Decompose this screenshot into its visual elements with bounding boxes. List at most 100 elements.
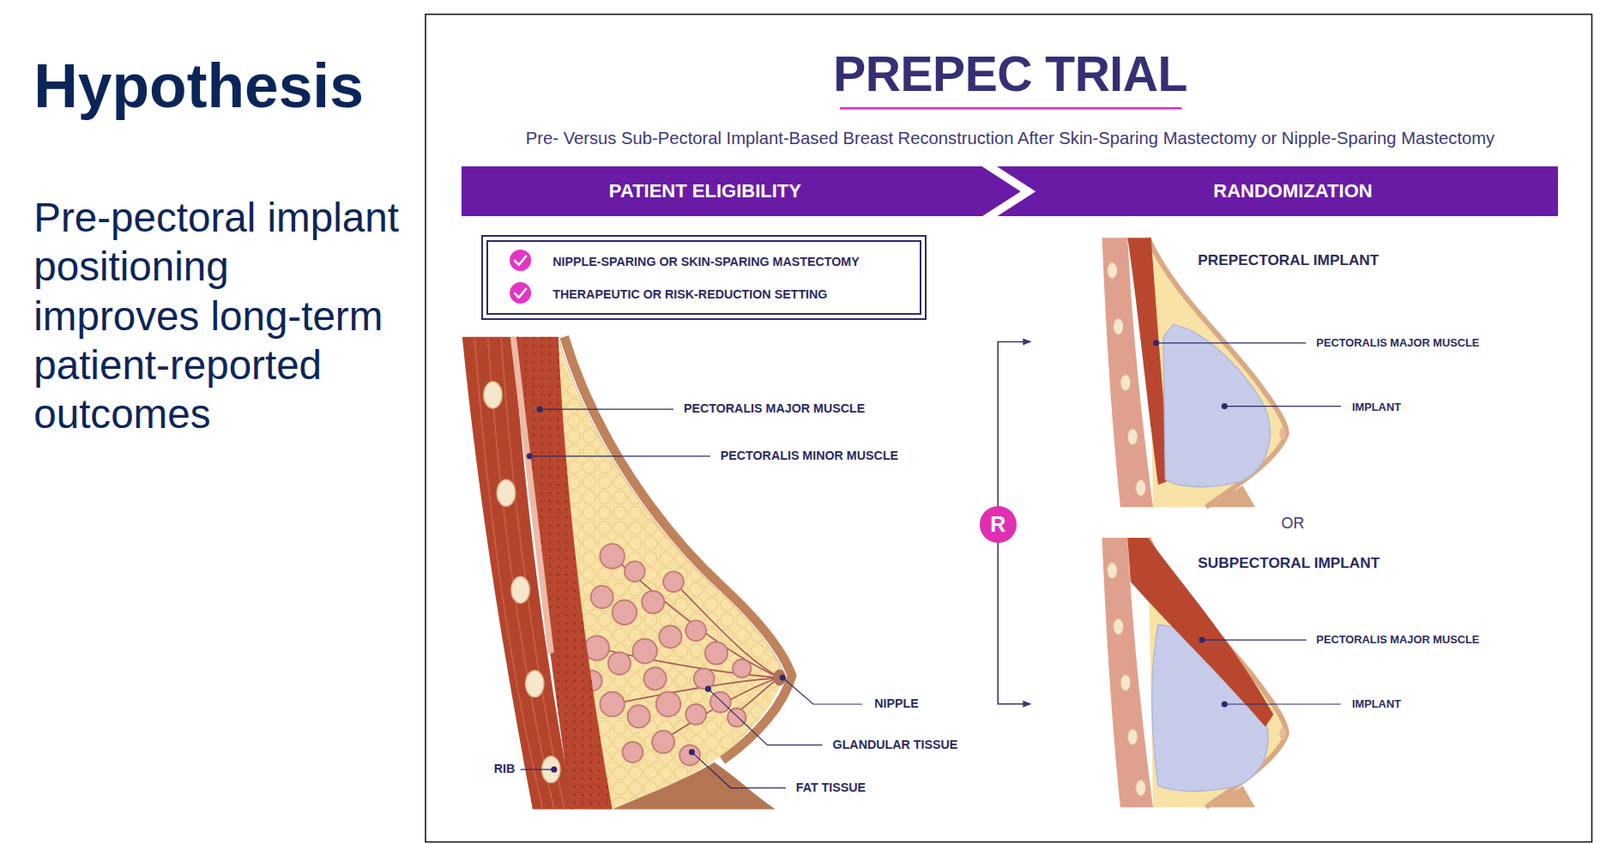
- node-text: SUBPECTORAL IMPLANT: [1197, 554, 1380, 573]
- gland-lobule: [732, 659, 751, 678]
- diagram-title: PREPEC TRIAL: [833, 43, 1188, 103]
- rib-bone: [511, 576, 530, 604]
- gland-lobule: [652, 730, 675, 754]
- prepectoral-anatomy: [1127, 428, 1138, 446]
- stage-band: PATIENT ELIGIBILITY: [461, 166, 1021, 217]
- randomization-circle: R: [979, 506, 1017, 544]
- rib-bone: [496, 479, 515, 507]
- leader-dot: [1153, 339, 1160, 346]
- randomization-connector: [997, 543, 1031, 705]
- hypothesis-text: Pre-pectoral implant positioning improve…: [33, 193, 404, 440]
- prepectoral-anatomy: [1107, 262, 1147, 496]
- randomization-connector: [997, 341, 1031, 506]
- gland-lobule: [585, 635, 610, 661]
- anatomy-label: IMPLANT: [1352, 697, 1401, 711]
- leader-line: [529, 455, 711, 457]
- gland-lobule: [727, 708, 746, 727]
- gland-lobule: [658, 625, 682, 648]
- anatomy-label: FAT TISSUE: [796, 780, 866, 796]
- or-label: OR: [1281, 515, 1305, 534]
- node-text: NIPPLE-SPARING OR SKIN-SPARING MASTECTOM…: [552, 254, 859, 270]
- rib-bone: [483, 381, 502, 409]
- gland-lobule: [599, 692, 625, 718]
- rib-bone: [483, 381, 561, 784]
- gland-lobule: [641, 591, 665, 614]
- leader-line: [782, 677, 863, 705]
- leader-dot: [688, 748, 695, 755]
- subpectoral-anatomy: [1127, 729, 1138, 746]
- anatomy-label: PECTORALIS MAJOR MUSCLE: [1316, 336, 1480, 350]
- pectoralis-major-texture: [515, 337, 613, 810]
- prepectoral-anatomy: [1107, 262, 1118, 279]
- leader-line: [691, 752, 785, 789]
- anatomy-label: IMPLANT: [1352, 400, 1401, 414]
- gland-lobule: [694, 668, 715, 689]
- milk-duct: [612, 555, 780, 678]
- leader-dot: [550, 766, 557, 773]
- leader-line: [539, 409, 674, 411]
- nipple-shape: [773, 670, 786, 687]
- gland-lobule: [622, 742, 644, 763]
- leader-dot: [1221, 700, 1228, 707]
- gland-lobule: [710, 692, 731, 713]
- leader-line: [707, 688, 822, 745]
- prepectoral-anatomy: [1147, 237, 1287, 508]
- node-text: R: [990, 512, 1006, 538]
- subpectoral-anatomy: [1113, 618, 1124, 635]
- gland-lobule: [608, 652, 631, 675]
- node-text: PREPECTORAL IMPLANT: [1197, 251, 1379, 270]
- rib-bone: [525, 670, 544, 698]
- check-icon: [514, 256, 526, 266]
- leader-dot: [1199, 636, 1206, 643]
- anatomy-label: PECTORALIS MINOR MUSCLE: [720, 448, 899, 464]
- subpectoral-anatomy: [1107, 562, 1118, 580]
- anatomy-label: PECTORALIS MAJOR MUSCLE: [1316, 633, 1480, 647]
- milk-duct: [663, 677, 780, 741]
- node-text: THERAPEUTIC OR RISK-REDUCTION SETTING: [552, 287, 828, 302]
- prepectoral-anatomy: [1120, 374, 1131, 392]
- leader-line: [1224, 405, 1341, 407]
- gland-lobule: [627, 705, 650, 728]
- gland-lobule: [581, 543, 751, 766]
- leader-dot: [537, 406, 544, 413]
- node-text: PATIENT ELIGIBILITY: [609, 180, 802, 203]
- milk-duct: [673, 581, 780, 678]
- subpectoral-anatomy: [1120, 674, 1131, 691]
- prepectoral-anatomy: [1102, 237, 1287, 508]
- gland-lobule: [679, 745, 701, 767]
- subpectoral-anatomy: [1102, 537, 1287, 808]
- pectoralis-minor: [513, 337, 551, 654]
- gland-lobule: [663, 571, 684, 592]
- gland-lobule: [685, 704, 707, 725]
- check-icon: [509, 282, 532, 304]
- anatomy-label: PECTORALIS MAJOR MUSCLE: [683, 401, 865, 417]
- band-fill: [996, 166, 1558, 217]
- arm-panel: PREPECTORAL IMPLANT: [1030, 237, 1552, 508]
- breast-anatomy: [612, 762, 776, 810]
- gland-lobule: [612, 600, 638, 626]
- gland-lobule: [705, 641, 728, 665]
- breast-anatomy: [558, 338, 785, 677]
- leader-dot: [1221, 403, 1228, 410]
- check-icon: [514, 289, 526, 298]
- band-fill: [461, 166, 1021, 217]
- milk-duct: [597, 555, 780, 740]
- gland-lobule: [591, 585, 614, 609]
- leader-line: [1224, 703, 1341, 705]
- anatomy-label: NIPPLE: [874, 696, 919, 712]
- gland-lobule: [599, 543, 625, 569]
- anatomy-label: RIB: [494, 761, 516, 777]
- prepectoral-anatomy: [1113, 318, 1124, 335]
- leader-line: [1201, 639, 1306, 640]
- leader-line: [1156, 342, 1307, 344]
- check-icon: [509, 249, 532, 272]
- panel-frame: [425, 14, 1592, 843]
- prepectoral-anatomy: [1147, 237, 1287, 508]
- criteria-box: NIPPLE-SPARING OR SKIN-SPARING MASTECTOM…: [481, 235, 927, 321]
- subpectoral-anatomy: [1135, 779, 1147, 797]
- check-icon: [509, 249, 532, 304]
- title-underline: [839, 107, 1182, 110]
